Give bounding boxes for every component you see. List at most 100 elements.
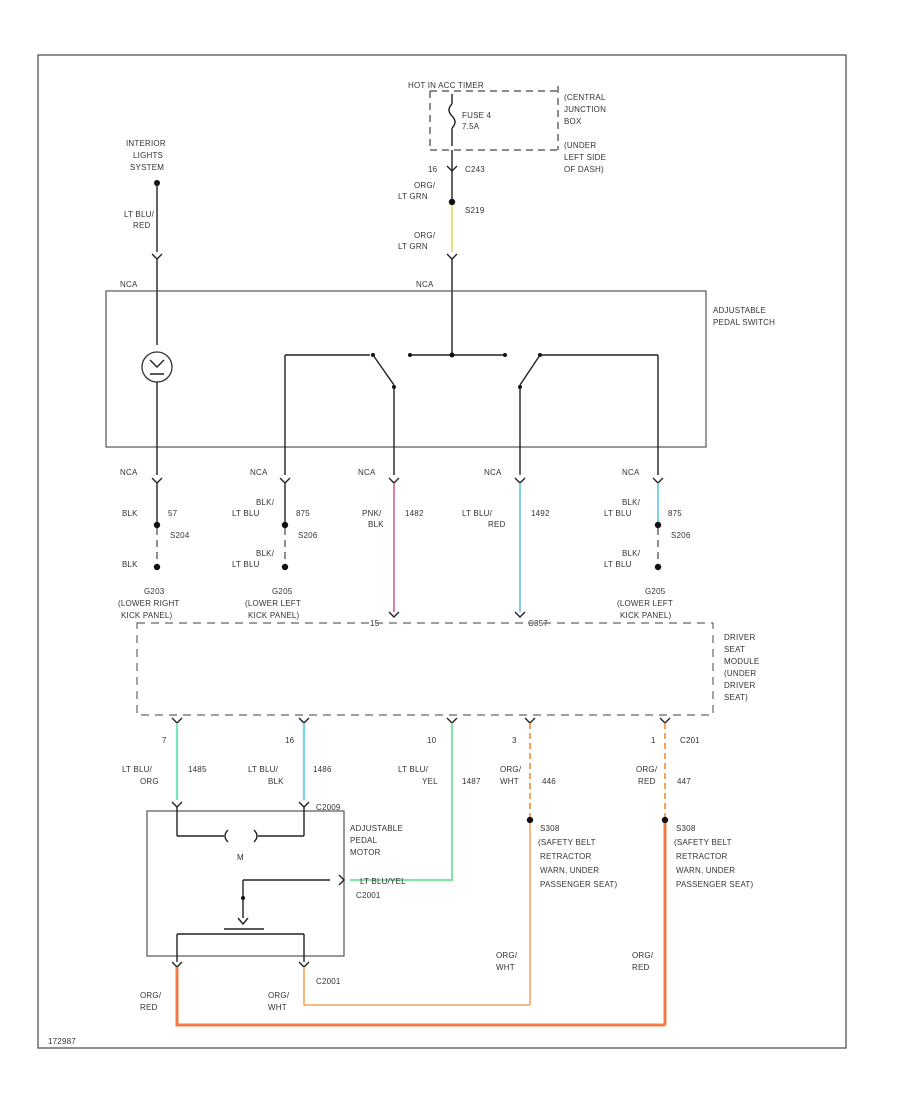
left2-wire-1: ORG/ — [268, 991, 290, 1000]
interior-line-1: INTERIOR — [126, 139, 166, 148]
s308a-4: WARN, UNDER — [540, 866, 599, 875]
col1-ground-3: KICK PANEL) — [121, 611, 173, 620]
col3-circuit: 1482 — [405, 509, 424, 518]
module-name-5: DRIVER — [724, 681, 755, 690]
col2-ground-1: G205 — [272, 587, 293, 596]
pin-7: 7 — [162, 736, 167, 745]
wire-org-wht-return — [303, 967, 530, 1006]
fuse-label-1: FUSE 4 — [462, 111, 492, 120]
left-wire-1: ORG/ — [140, 991, 162, 1000]
b1-wire-1: LT BLU/ — [122, 765, 153, 774]
s308a-2: (SAFETY BELT — [538, 838, 596, 847]
module-name-3: MODULE — [724, 657, 759, 666]
c201-label: C201 — [680, 736, 700, 745]
col5-ground-3: KICK PANEL) — [620, 611, 672, 620]
wire1-color-2: LT GRN — [398, 192, 428, 201]
s308b-1: S308 — [676, 824, 696, 833]
connector-c243-symbol — [446, 165, 458, 172]
interior-lights-feed: INTERIOR LIGHTS SYSTEM LT BLU/ RED — [124, 139, 166, 345]
module-name-1: DRIVER — [724, 633, 755, 642]
module-name-6: SEAT) — [724, 693, 748, 702]
c243-label: C243 — [465, 165, 485, 174]
switch-nca-top: NCA — [416, 280, 434, 289]
col2-wire2-2: LT BLU — [232, 560, 260, 569]
nca-col-5: NCA — [622, 468, 640, 477]
b3-wire-1: LT BLU/ — [398, 765, 429, 774]
mid-wire-2: WHT — [496, 963, 515, 972]
motor-m-label: M — [237, 853, 244, 862]
col5-wire2-1: BLK/ — [622, 549, 641, 558]
col2-circuit: 875 — [296, 509, 310, 518]
cjb-line-4: (UNDER — [564, 141, 596, 150]
cjb-line-6: OF DASH) — [564, 165, 604, 174]
left2-wire-2: WHT — [268, 1003, 287, 1012]
b2-wire-1: LT BLU/ — [248, 765, 279, 774]
col5-wire-1: BLK/ — [622, 498, 641, 507]
c2001-label-a: C2001 — [356, 891, 381, 900]
s308b-2: (SAFETY BELT — [674, 838, 732, 847]
col5-wire2-2: LT BLU — [604, 560, 632, 569]
s308b-3: RETRACTOR — [676, 852, 727, 861]
mid-wire-1: ORG/ — [496, 951, 518, 960]
left-wire-2: RED — [140, 1003, 158, 1012]
switch-name-1: ADJUSTABLE — [713, 306, 766, 315]
diagram-code: 172987 — [48, 1037, 76, 1046]
s308a-3: RETRACTOR — [540, 852, 591, 861]
interior-line-3: SYSTEM — [130, 163, 164, 172]
s308a-5: PASSENGER SEAT) — [540, 880, 618, 889]
bottom-circuits: 7 16 10 3 1 C201 LT BLU/ ORG 1485 LT BLU… — [122, 717, 753, 1025]
b5-wire-2: RED — [638, 777, 656, 786]
col1-splice: S204 — [170, 531, 190, 540]
switch-nca-left: NCA — [120, 280, 138, 289]
col2-ground-2: (LOWER LEFT — [245, 599, 301, 608]
c2001-label-b: C2001 — [316, 977, 341, 986]
b5-circuit: 447 — [677, 777, 691, 786]
pin-1: 1 — [651, 736, 656, 745]
col5-ground-2: (LOWER LEFT — [617, 599, 673, 608]
right-wire-1: ORG/ — [632, 951, 654, 960]
switch-arm-right — [519, 354, 541, 386]
nca-col-4: NCA — [484, 468, 502, 477]
wire-ltblu-yel — [350, 723, 454, 882]
col4-circuit: 1492 — [531, 509, 550, 518]
b3-circuit: 1487 — [462, 777, 481, 786]
nca-col-2: NCA — [250, 468, 268, 477]
wire2-color-2: LT GRN — [398, 242, 428, 251]
driver-seat-module: DRIVER SEAT MODULE (UNDER DRIVER SEAT) — [136, 622, 759, 716]
col5-splice: S206 — [671, 531, 691, 540]
cjb-line-5: LEFT SIDE — [564, 153, 606, 162]
splice-s219-dot — [448, 198, 456, 206]
col1-circuit: 57 — [168, 509, 178, 518]
b4-circuit: 446 — [542, 777, 556, 786]
nca-col-1: NCA — [120, 468, 138, 477]
b1-wire-2: ORG — [140, 777, 159, 786]
c2009-label: C2009 — [316, 803, 341, 812]
motor-wire-label: LT BLU/YEL — [360, 877, 406, 886]
col3-wire-1: PNK/ — [362, 509, 382, 518]
cjb-line-3: BOX — [564, 117, 582, 126]
b4-wire-1: ORG/ — [500, 765, 522, 774]
s308a-1: S308 — [540, 824, 560, 833]
lower-circuits: NCA NCA NCA NCA NCA BLK 57 S204 BLK G203… — [118, 468, 691, 628]
b2-wire-2: BLK — [268, 777, 284, 786]
return-wires: C2001 ORG/ RED ORG/ WHT — [140, 967, 665, 1027]
interior-line-2: LIGHTS — [133, 151, 163, 160]
wire1-color-1: ORG/ — [414, 181, 436, 190]
adjustable-pedal-switch: NCA NCA ADJUSTABLE PEDAL SWITCH — [105, 280, 775, 475]
col4-wire-2: RED — [488, 520, 506, 529]
motor-name-2: PEDAL — [350, 836, 378, 845]
cjb-line-1: (CENTRAL — [564, 93, 606, 102]
s308b-4: WARN, UNDER — [676, 866, 735, 875]
col2-splice: S206 — [298, 531, 318, 540]
col1-ground-2: (LOWER RIGHT — [118, 599, 180, 608]
b5-wire-1: ORG/ — [636, 765, 658, 774]
nca-col-3: NCA — [358, 468, 376, 477]
s219-label: S219 — [465, 206, 485, 215]
wire2-color-1: ORG/ — [414, 231, 436, 240]
interior-wire-2: RED — [133, 221, 151, 230]
pin-16: 16 — [285, 736, 295, 745]
switch-name-2: PEDAL SWITCH — [713, 318, 775, 327]
right-wire-2: RED — [632, 963, 650, 972]
col5-circuit: 875 — [668, 509, 682, 518]
